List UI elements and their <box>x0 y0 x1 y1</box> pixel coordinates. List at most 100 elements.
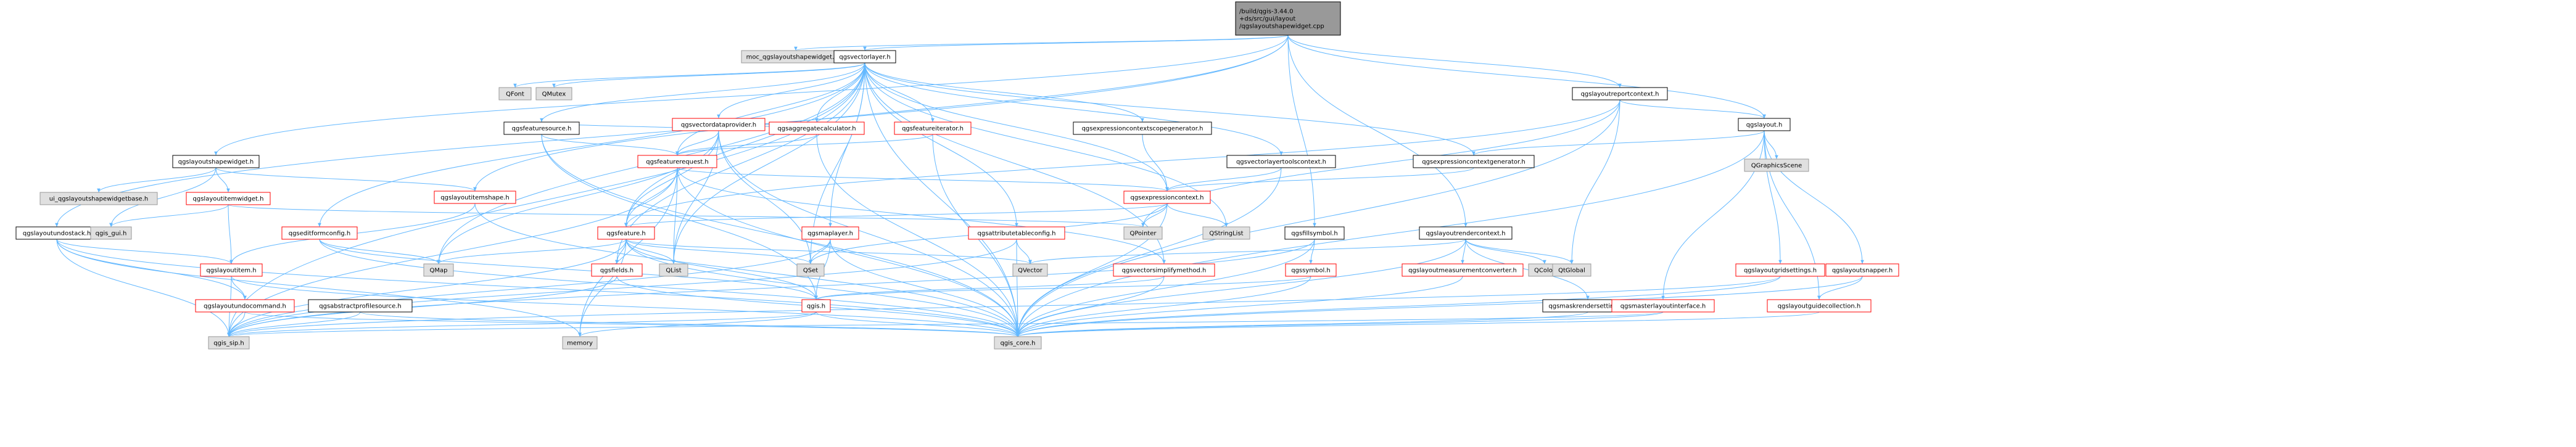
node-qgslayoutguidecollection-h[interactable]: qgslayoutguidecollection.h <box>1767 299 1872 313</box>
node-label: QColor <box>1534 268 1556 274</box>
dependency-edge <box>672 62 865 265</box>
node-qgslayoutitemshape-h[interactable]: qgslayoutitemshape.h <box>434 191 516 204</box>
node-qgslayoutundostack-h[interactable]: qgslayoutundostack.h <box>15 226 98 240</box>
node-ui-qgslayoutshapewidgetbase-h: ui_qgslayoutshapewidgetbase.h <box>39 192 158 205</box>
node-qgsmasterlayoutinterface-h[interactable]: qgsmasterlayoutinterface.h <box>1611 299 1715 313</box>
node-label: qgslayoutreportcontext.h <box>1581 91 1659 98</box>
node-qgslayoutitemwidget-h[interactable]: qgslayoutitemwidget.h <box>186 192 271 205</box>
dependency-edge <box>227 311 361 337</box>
node-box <box>1073 121 1212 135</box>
node-qgis-h[interactable]: qgis.h <box>801 299 831 313</box>
dependency-edge <box>1764 130 1782 265</box>
node-label: QMap <box>430 268 448 274</box>
node-qgsaggregatecalculator-h[interactable]: qgsaggregatecalculator.h <box>769 121 865 135</box>
node-box <box>801 299 831 313</box>
node-label: qgsvectorsimplifymethod.h <box>1122 268 1207 274</box>
node-qgslayoutreportcontext-h[interactable]: qgslayoutreportcontext.h <box>1572 87 1668 100</box>
node-label: qgslayout.h <box>1746 122 1783 129</box>
dependency-edge <box>1016 276 1781 337</box>
dependency-edge <box>864 62 1144 123</box>
node-qgslayoutmeasurementconverter-h[interactable]: qgslayoutmeasurementconverter.h <box>1402 263 1524 277</box>
node-label: QStringList <box>1209 231 1243 237</box>
node-qgsfields-h[interactable]: qgsfields.h <box>591 263 643 277</box>
node-qgslayoutgridsettings-h[interactable]: qgslayoutgridsettings.h <box>1735 263 1825 277</box>
node-box <box>1235 1 1341 36</box>
dependency-edge <box>1165 167 1474 192</box>
dependency-edge <box>718 130 1020 337</box>
node-QList: QList <box>659 263 688 277</box>
node-qgsabstractprofilesource-h[interactable]: qgsabstractprofilesource.h <box>308 299 413 313</box>
node-qgsexpressioncontextscopegenerator-h[interactable]: qgsexpressioncontextscopegenerator.h <box>1073 121 1212 135</box>
node-box <box>769 121 865 135</box>
dependency-edge <box>625 239 1020 337</box>
node-box <box>1611 299 1715 313</box>
dependency-edge <box>227 276 1781 337</box>
dependency-edge <box>227 311 817 337</box>
dependency-edge <box>1016 276 1463 337</box>
node-label: /build/qgis-3.44.0 <box>1239 9 1293 15</box>
dependency-edge <box>816 134 1020 337</box>
dependency-edge <box>578 311 817 337</box>
dependency-edge <box>319 239 1020 337</box>
node-qgsfeatureiterator-h[interactable]: qgsfeatureiterator.h <box>894 121 972 135</box>
node-box <box>208 336 250 350</box>
dependency-edge <box>1141 99 1620 228</box>
node-label: qgssymbol.h <box>1291 268 1331 274</box>
dependency-edge <box>541 134 679 156</box>
node-box <box>195 299 295 313</box>
node-qgsvectordataprovider-h[interactable]: qgsvectordataprovider.h <box>672 118 766 131</box>
node-qgsvectorlayertoolscontext-h[interactable]: qgsvectorlayertoolscontext.h <box>1226 155 1336 168</box>
node-qgslayoutundocommand-h[interactable]: qgslayoutundocommand.h <box>195 299 295 313</box>
node-label: qgslayoutitem.h <box>206 268 256 274</box>
node-label: qgsmasterlayoutinterface.h <box>1620 303 1706 310</box>
node-label: qgsfillsymbol.h <box>1291 231 1337 237</box>
node-qgsfillsymbol-h[interactable]: qgsfillsymbol.h <box>1284 226 1345 240</box>
node-root[interactable]: /build/qgis-3.44.0+ds/src/gui/layout/qgs… <box>1235 1 1341 36</box>
node-label: qgslayoutitemshape.h <box>440 195 509 202</box>
dependency-edge <box>718 130 812 265</box>
node-qgslayoutshapewidget-h[interactable]: qgslayoutshapewidget.h <box>172 155 260 168</box>
node-label: qgsexpressioncontextscopegenerator.h <box>1082 126 1203 133</box>
dependency-edge <box>864 62 1018 228</box>
node-qgslayoutrendercontext-h[interactable]: qgslayoutrendercontext.h <box>1419 226 1513 240</box>
node-label: qgslayoutitemwidget.h <box>193 196 264 203</box>
node-qgsfeature-h[interactable]: qgsfeature.h <box>597 226 655 240</box>
node-label: qgslayoutguidecollection.h <box>1778 303 1861 310</box>
node-qgsexpressioncontext-h[interactable]: qgsexpressioncontext.h <box>1123 191 1211 204</box>
node-label: +ds/src/gui/layout <box>1239 16 1295 23</box>
node-box <box>1123 191 1211 204</box>
node-qgsmaplayer-h[interactable]: qgsmaplayer.h <box>801 226 859 240</box>
dependency-edge <box>717 62 865 119</box>
node-qgslayoutitem-h[interactable]: qgslayoutitem.h <box>200 263 263 277</box>
node-qgslayoutsnapper-h[interactable]: qgslayoutsnapper.h <box>1825 263 1899 277</box>
node-QGraphicsScene: QGraphicsScene <box>1744 158 1809 172</box>
node-box <box>801 226 859 240</box>
node-qgsvectorlayer-h[interactable]: qgsvectorlayer.h <box>833 50 896 64</box>
node-qgsattributetableconfig-h[interactable]: qgsattributetableconfig.h <box>968 226 1065 240</box>
node-qgsfeaturerequest-h[interactable]: qgsfeaturerequest.h <box>637 155 717 168</box>
dependency-edge <box>624 203 1168 228</box>
dependency-edge <box>227 239 627 337</box>
node-qgssymbol-h[interactable]: qgssymbol.h <box>1285 263 1337 277</box>
node-box <box>994 336 1042 350</box>
node-box <box>1738 118 1791 131</box>
node-label: qgsfeature.h <box>606 231 646 237</box>
node-box <box>894 121 972 135</box>
dependency-edge <box>1016 276 1863 337</box>
node-box <box>1735 263 1825 277</box>
node-box <box>1767 299 1872 313</box>
node-qgsexpressioncontextgenerator-h[interactable]: qgsexpressioncontextgenerator.h <box>1413 155 1535 168</box>
dependency-edge <box>1465 239 1590 300</box>
node-qgsvectorsimplifymethod-h[interactable]: qgsvectorsimplifymethod.h <box>1113 263 1215 277</box>
node-box <box>200 263 263 277</box>
dependency-edge <box>1287 35 1766 119</box>
node-box <box>1113 263 1215 277</box>
dependency-edge <box>1016 239 1315 337</box>
node-box <box>172 155 260 168</box>
dependency-edge <box>541 134 1020 337</box>
node-box <box>503 121 580 135</box>
node-qgseditformconfig-h[interactable]: qgseditformconfig.h <box>281 226 358 240</box>
node-qgsfeaturesource-h[interactable]: qgsfeaturesource.h <box>503 121 580 135</box>
dependency-edge <box>318 62 865 228</box>
node-qgslayout-h[interactable]: qgslayout.h <box>1738 118 1791 131</box>
